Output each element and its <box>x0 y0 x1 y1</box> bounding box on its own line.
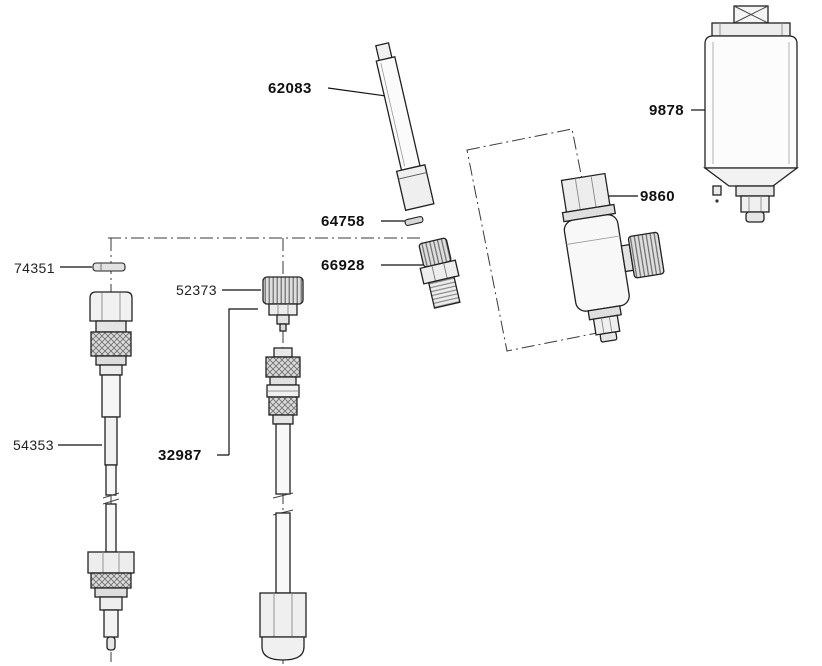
part-66928-fitting <box>418 237 461 309</box>
part-label-74351: 74351 <box>14 260 55 276</box>
probe-flange <box>94 587 128 598</box>
part-label-64758: 64758 <box>321 213 365 230</box>
part-52373-connector <box>262 276 304 332</box>
mid-dome-bottom <box>261 636 305 661</box>
tube-body <box>375 56 421 171</box>
probe-knurl-1 <box>90 331 132 357</box>
part-label-62083: 62083 <box>268 80 312 97</box>
probe-shaft-upper <box>101 374 121 418</box>
probe-shaft-thin-b <box>105 503 117 553</box>
canister-vent-tab <box>712 185 722 196</box>
canister-body <box>704 35 798 169</box>
part-label-52373: 52373 <box>176 282 217 298</box>
canister-hex-stub <box>740 195 770 213</box>
part-9860-valve <box>560 172 665 343</box>
mid-collar-2 <box>272 414 294 425</box>
connector-hex <box>268 303 298 316</box>
valve-body <box>563 214 630 312</box>
leader-62083 <box>327 87 387 97</box>
probe-collar-1 <box>95 320 127 333</box>
tube-sleeve <box>395 164 435 212</box>
probe-knurl-2 <box>90 572 132 589</box>
valve-tip <box>599 331 618 343</box>
probe-shaft-mid <box>104 416 118 466</box>
canister-cap-flange <box>711 22 791 37</box>
valve-knurled-knob <box>627 231 665 279</box>
connector-ribbed-cap <box>262 276 304 305</box>
probe-lower-hex <box>87 551 135 574</box>
part-62083-tube <box>375 42 435 212</box>
part-label-54353: 54353 <box>13 437 54 453</box>
part-label-9878: 9878 <box>649 102 684 119</box>
part-74351-pin <box>92 262 126 272</box>
part-label-9860: 9860 <box>640 188 675 205</box>
part-32987-probe <box>259 347 307 661</box>
probe-collar-2 <box>99 596 123 611</box>
canister-shoulder <box>703 167 799 187</box>
mid-tube-lower <box>275 512 291 594</box>
canister-vent-dot <box>715 199 719 203</box>
connector-tip <box>279 323 287 332</box>
probe-tip <box>106 636 116 651</box>
part-54353-probe <box>87 291 135 651</box>
fitting-thread <box>427 276 461 309</box>
canister-neck-flange <box>735 185 775 197</box>
probe-band-2 <box>99 364 123 376</box>
part-9878-canister <box>703 5 799 223</box>
probe-top-nut <box>89 291 133 322</box>
part-64758-pin <box>404 216 424 226</box>
part-label-66928: 66928 <box>321 257 365 274</box>
mid-bottom-nut <box>259 592 307 638</box>
connector-nipple <box>276 314 290 325</box>
leader-32987-bracket <box>217 308 258 456</box>
mid-collar-1 <box>269 376 297 386</box>
probe-shaft-thin-a <box>105 464 117 496</box>
part-label-32987: 32987 <box>158 447 202 464</box>
probe-stub <box>103 609 119 638</box>
phantom-boundary-box <box>466 128 613 352</box>
probe-break-mark <box>102 492 120 505</box>
mid-knurl-2 <box>268 396 298 416</box>
mid-top-band <box>273 347 293 358</box>
mid-knurl-1 <box>265 356 301 378</box>
canister-outlet-tip <box>745 211 765 223</box>
probe-band-1 <box>95 355 127 366</box>
mid-tube-upper <box>275 423 291 495</box>
